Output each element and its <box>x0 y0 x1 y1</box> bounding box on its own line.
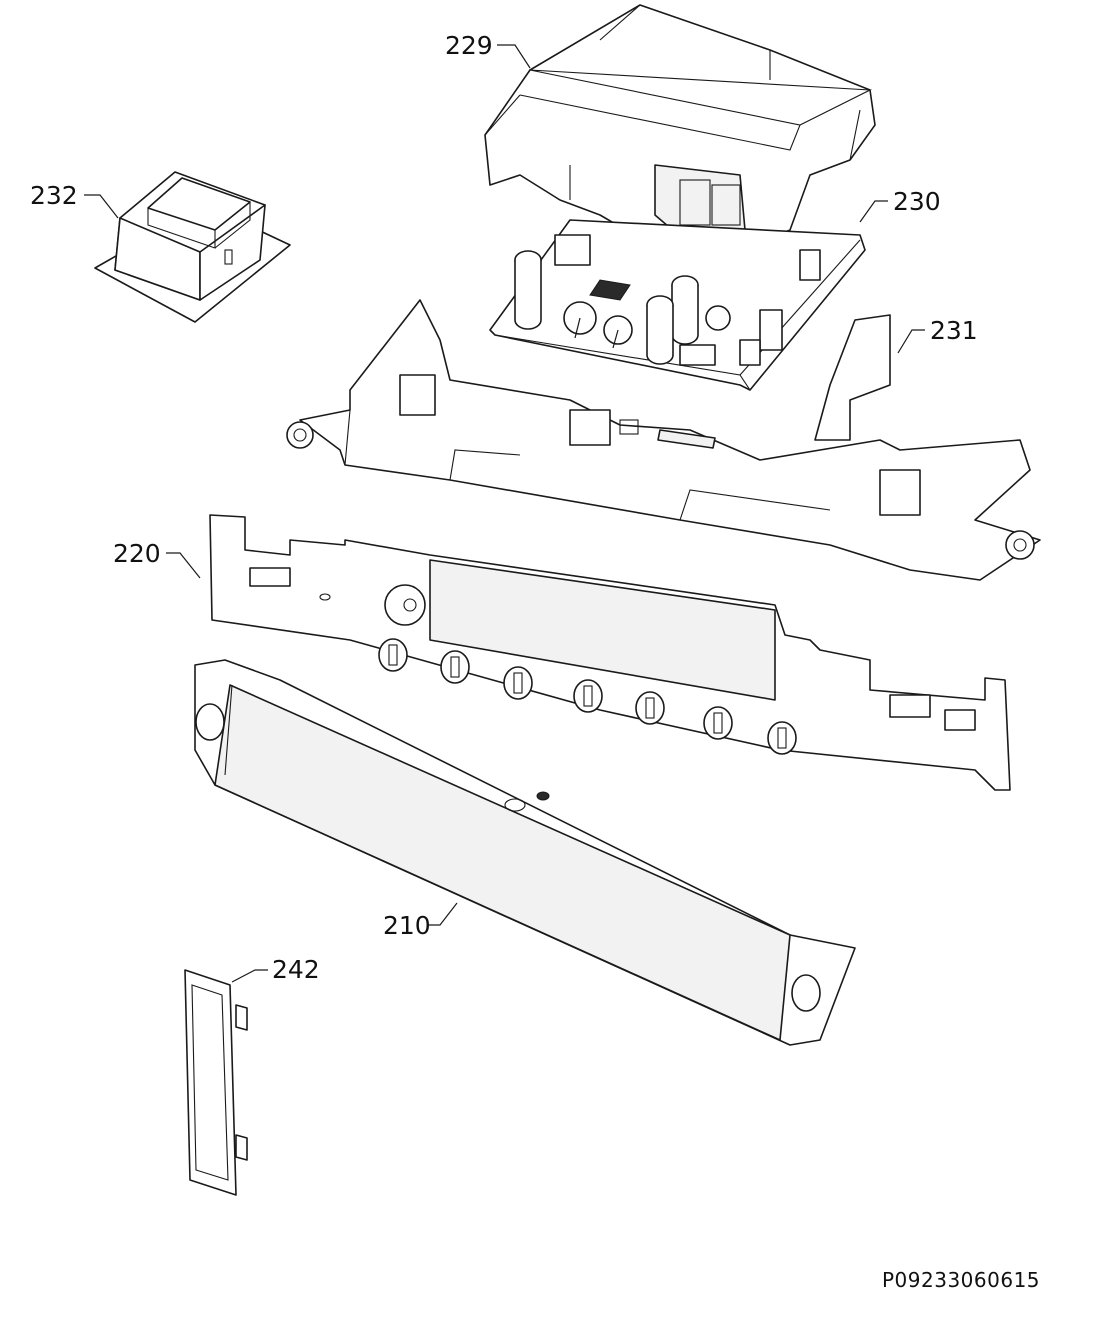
callout-229: 229 <box>445 31 493 60</box>
part-220-button-carrier <box>209 514 1011 791</box>
part-210-control-panel <box>194 659 856 1046</box>
callout-242: 242 <box>272 955 320 984</box>
buttons-row <box>378 638 797 755</box>
callout-210: 210 <box>383 911 431 940</box>
callout-231: 231 <box>930 316 978 345</box>
part-242-end-cap <box>184 969 248 1196</box>
callout-232: 232 <box>30 181 78 210</box>
part-230-circuit-board <box>489 219 866 391</box>
part-232-knob-cap <box>94 171 291 323</box>
reference-code: P09233060615 <box>882 1268 1040 1292</box>
leader-lines <box>84 44 925 983</box>
part-231-board-frame <box>286 299 1041 581</box>
callout-230: 230 <box>893 187 941 216</box>
callout-220: 220 <box>113 539 161 568</box>
part-229-cover <box>484 4 876 251</box>
